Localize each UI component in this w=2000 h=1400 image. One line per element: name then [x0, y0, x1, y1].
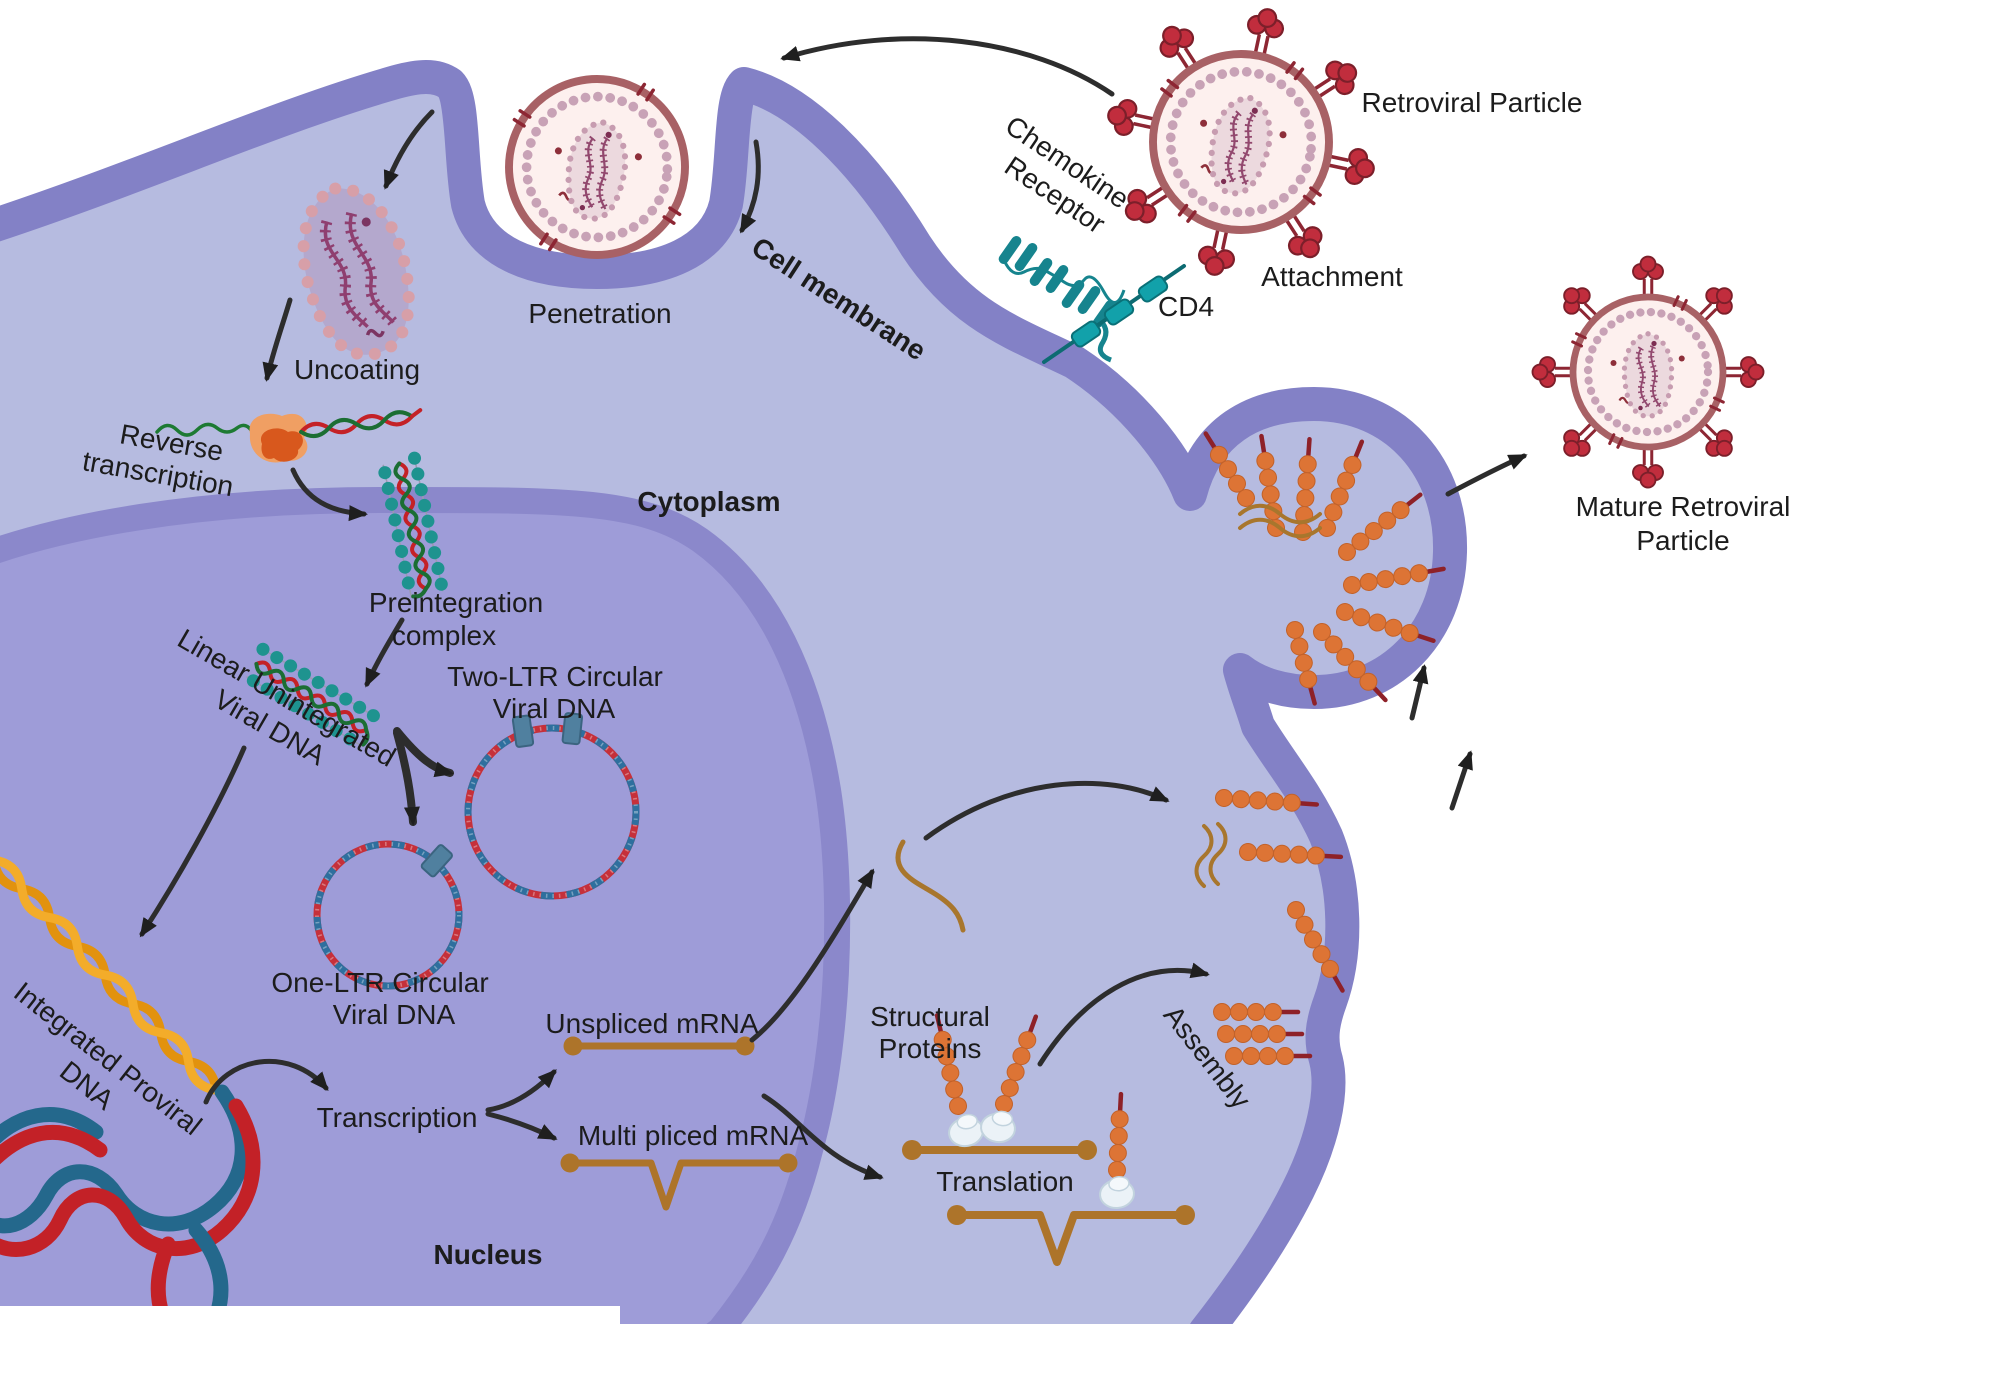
unspliced-mrna-shape: [563, 1036, 755, 1056]
arrow-budding-2: [1449, 750, 1473, 811]
arrow-to-uncoating: [383, 109, 435, 190]
one-ltr-circle: [313, 840, 463, 990]
label-two-ltr-1: Two-LTR Circular: [447, 661, 663, 692]
arrow-particle-to-membrane: [780, 36, 1115, 97]
penetrating-virion: [495, 65, 700, 270]
retroviral-particle-shape: [1080, 0, 1401, 303]
uncoating-capsid: [297, 182, 415, 361]
process-arrows: [139, 36, 1528, 1180]
label-structural-2: Proteins: [879, 1033, 982, 1064]
label-unspliced-mrna: Unspliced mRNA: [545, 1008, 758, 1039]
arrow-to-translation: [761, 1093, 884, 1180]
reverse-transcription-complex: [155, 408, 423, 463]
arrow-to-assembly: [1037, 962, 1210, 1067]
label-translation: Translation: [936, 1166, 1073, 1197]
translation-mrna-2: [947, 1205, 1195, 1266]
arrow-to-pic: [290, 467, 368, 522]
cd4-receptor-shape: [1042, 264, 1186, 364]
label-mature-2: Particle: [1636, 525, 1729, 556]
multispliced-mrna-shape: [560, 1153, 798, 1211]
arrow-penetration: [739, 139, 761, 234]
two-ltr-circle: [464, 712, 640, 900]
arrow-to-integration: [139, 745, 247, 938]
label-cd4: CD4: [1158, 291, 1214, 322]
arrow-to-reverse-transcription: [262, 297, 293, 382]
label-multispliced-mrna: Multi pliced mRNA: [578, 1120, 809, 1151]
label-uncoating: Uncoating: [294, 354, 420, 385]
label-one-ltr-2: Viral DNA: [333, 999, 456, 1030]
arrow-to-two-ltr: [393, 727, 454, 778]
cell-membrane: [0, 60, 1468, 1349]
nucleus-body: [0, 486, 851, 1358]
arrow-mrna-export: [749, 868, 875, 1043]
arrow-release: [1445, 453, 1528, 497]
label-attachment: Attachment: [1261, 261, 1403, 292]
label-two-ltr-2: Viral DNA: [493, 693, 616, 724]
label-retroviral-particle: Retroviral Particle: [1362, 87, 1583, 118]
label-cytoplasm: Cytoplasm: [637, 486, 780, 517]
label-mature-1: Mature Retroviral: [1576, 491, 1791, 522]
label-nucleus: Nucleus: [434, 1239, 543, 1270]
label-one-ltr-1: One-LTR Circular: [271, 967, 488, 998]
assembly-proteins: [1194, 789, 1350, 1065]
label-transcription: Transcription: [317, 1102, 478, 1133]
arrow-to-transcription: [203, 1058, 329, 1105]
exported-mrna: [895, 839, 966, 933]
label-structural-1: Structural: [870, 1001, 990, 1032]
translation-mrna-1: [902, 1140, 1097, 1160]
arrow-pic-to-linear-dna: [364, 617, 405, 688]
label-chemokine-receptor: Chemokine Receptor: [999, 110, 1135, 240]
label-penetration: Penetration: [528, 298, 671, 329]
canvas-mask-bottom: [0, 1324, 2000, 1400]
arrow-to-multispliced: [485, 1111, 558, 1141]
arrow-budding-1: [1409, 664, 1429, 721]
label-preintegration-2: complex: [392, 620, 496, 651]
label-preintegration-1: Preintegration: [369, 587, 543, 618]
mature-retroviral-particle-shape: [1533, 257, 1764, 488]
arrow-mrna-to-membrane: [923, 780, 1170, 841]
budding-virion-contents: [1199, 429, 1446, 706]
arrow-to-one-ltr: [393, 729, 420, 826]
arrow-to-unspliced: [485, 1069, 557, 1113]
integrated-proviral-dna: [0, 855, 221, 1095]
